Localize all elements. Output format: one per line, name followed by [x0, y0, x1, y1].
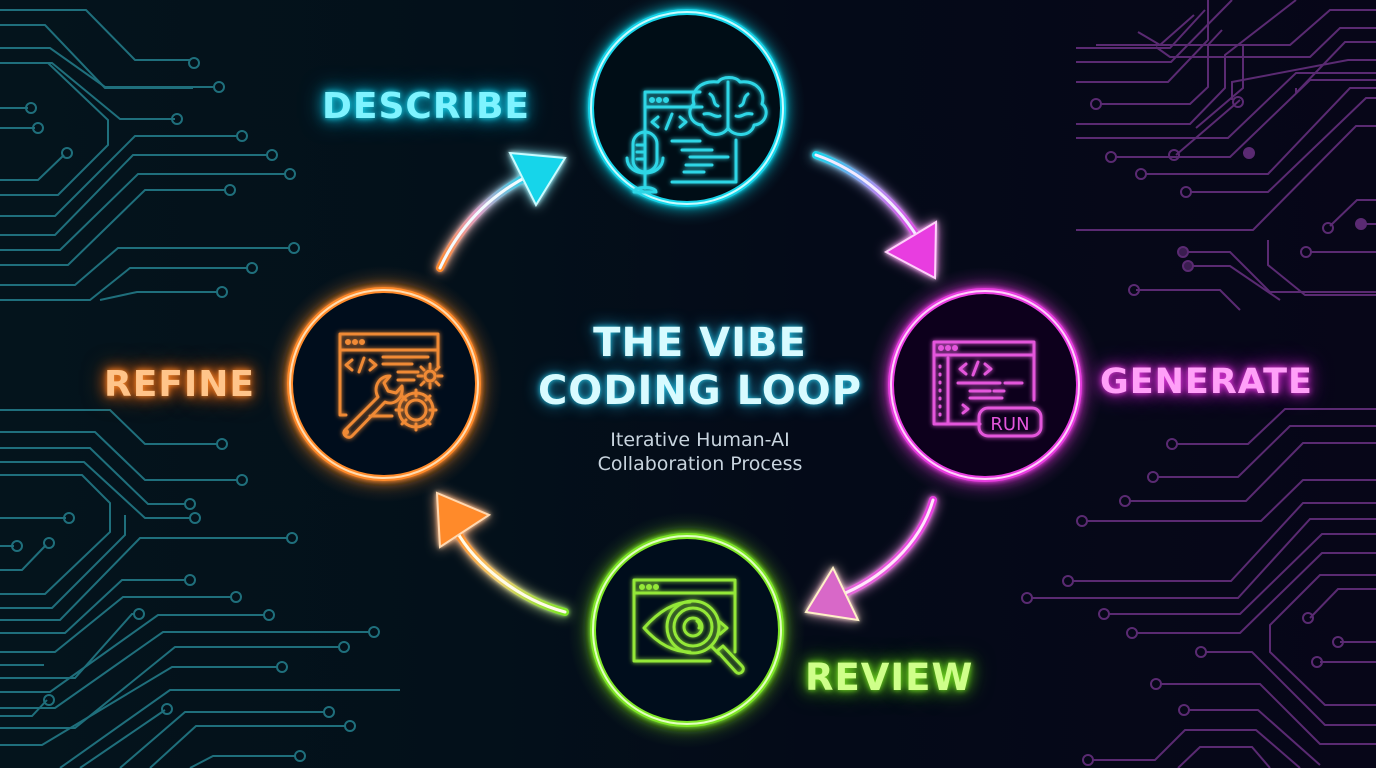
- circuit-traces-right: [1021, 0, 1376, 768]
- stage-generate-node: RUN: [867, 267, 1103, 503]
- diagram-subtitle-line2: Collaboration Process: [597, 453, 803, 475]
- stage-label-generate: GENERATE: [1100, 362, 1313, 402]
- diagram-title-line1: THE VIBE: [593, 320, 807, 366]
- circuit-traces-left: [0, 9, 400, 768]
- stage-label-refine: REFINE: [104, 364, 256, 405]
- code-window-brain-microphone-icon: [625, 76, 768, 194]
- stage-label-review: REVIEW: [805, 656, 974, 699]
- arrow-review-to-refine: [435, 491, 569, 616]
- stage-review-node: [569, 512, 805, 748]
- code-window-wrench-gears-icon: [338, 332, 444, 439]
- arrow-refine-to-describe: [436, 151, 567, 272]
- stage-refine-node: [266, 266, 502, 502]
- browser-eye-magnifier-icon: [632, 578, 745, 675]
- arrow-generate-to-review: [804, 496, 937, 622]
- diagram-subtitle-line1: Iterative Human-AI: [610, 429, 790, 451]
- stage-label-describe: DESCRIBE: [322, 86, 530, 127]
- stage-describe-node: [569, 0, 805, 226]
- code-window-run-button-icon: [932, 340, 1043, 438]
- arrow-describe-to-generate: [812, 151, 938, 280]
- run-button-text: RUN: [990, 414, 1029, 435]
- diagram-title-line2: CODING LOOP: [537, 368, 863, 414]
